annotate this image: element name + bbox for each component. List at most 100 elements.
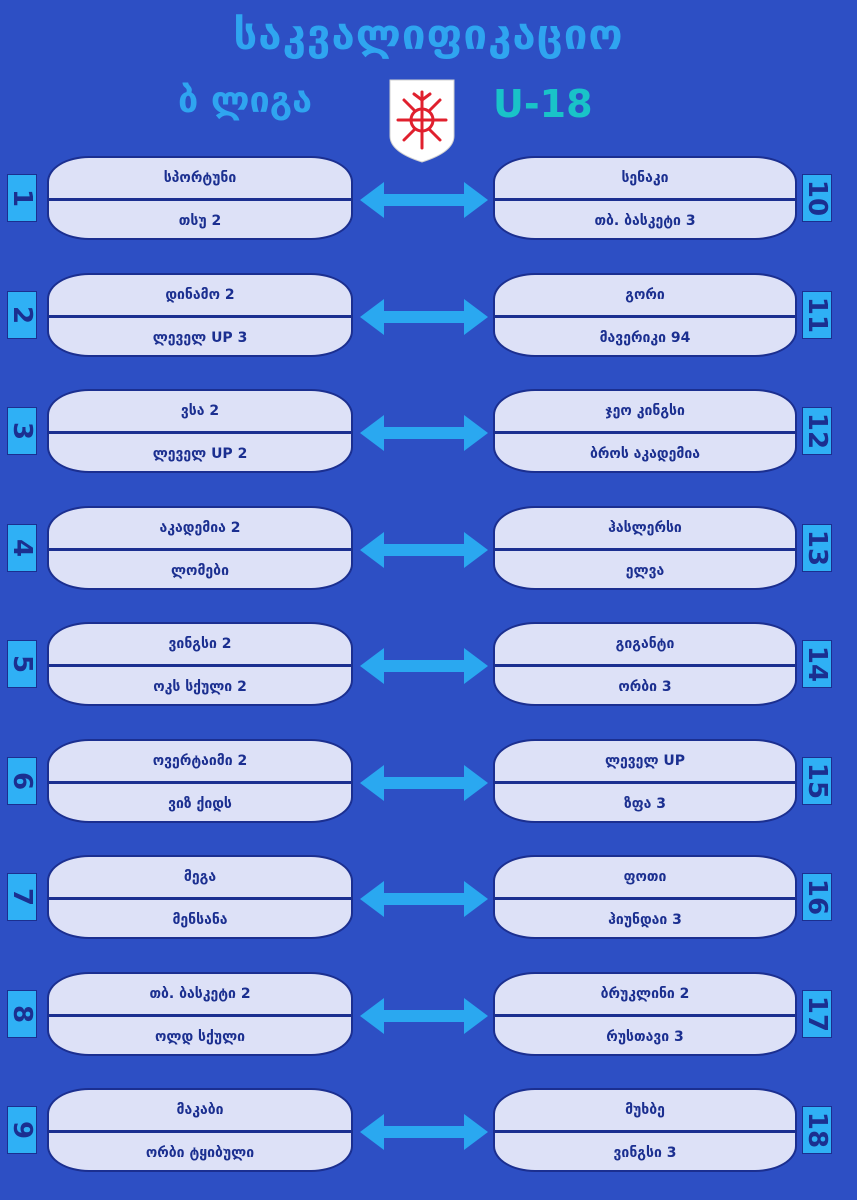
- matchup-card-right: გიგანტი ორბი 3: [493, 622, 797, 706]
- matchup-row: 7 მეგა მენსანა ფოთი ჰიუნდაი 3 16: [0, 855, 857, 945]
- matchup-row: 3 ვსა 2 ლეველ UP 2 ჯეო კინგსი ბროს აკადე…: [0, 389, 857, 479]
- matchup-card-left: მეგა მენსანა: [47, 855, 353, 939]
- matchup-card-right: მუხბე ვინგსი 3: [493, 1088, 797, 1172]
- team-name: ოლდ სქული: [155, 1028, 245, 1045]
- double-arrow-icon: [360, 298, 488, 335]
- team-name: ბროს აკადემია: [590, 446, 700, 462]
- bracket-number-left: 2: [7, 290, 37, 339]
- card-divider: [49, 780, 351, 784]
- matchup-row: 5 ვინგსი 2 ოკს სქული 2 გიგანტი ორბი 3 14: [0, 622, 857, 712]
- matchup-row: 6 ოვერტაიმი 2 ვიზ ქიდს ლეველ UP ზფა 3 15: [0, 738, 857, 829]
- team-name: ჯეო კინგსი: [605, 403, 685, 419]
- team-name: ბრუკლინი 2: [600, 985, 690, 1002]
- page-title: საკვალიფიკაციო: [233, 10, 624, 59]
- bracket-number-left: 4: [7, 523, 37, 572]
- team-name: ლეველ UP 3: [152, 329, 248, 346]
- team-name: ვიზ ქიდს: [168, 795, 232, 812]
- team-name: ორბი 3: [618, 679, 672, 695]
- team-name: ოკს სქული 2: [153, 679, 247, 695]
- basketball-federation-logo-icon: [389, 79, 455, 163]
- team-name: ვსა 2: [180, 403, 220, 419]
- team-name: ვინგსი 2: [168, 636, 232, 652]
- team-name: ფოთი: [623, 869, 667, 885]
- bracket-number-right: 16: [802, 873, 832, 921]
- bracket-number-left: 9: [7, 1106, 37, 1154]
- team-name: აკადემია 2: [159, 519, 241, 536]
- matchup-card-right: გორი მავერიკი 94: [493, 272, 797, 357]
- card-divider: [495, 198, 795, 201]
- team-name: ჰასლერსი: [608, 519, 682, 536]
- matchup-row: 4 აკადემია 2 ლომები ჰასლერსი ელვა 13: [0, 505, 857, 596]
- team-name: გიგანტი: [615, 636, 675, 652]
- bracket-number-right: 10: [802, 174, 832, 222]
- matchup-card-right: ლეველ UP ზფა 3: [493, 738, 797, 823]
- card-divider: [495, 1130, 795, 1133]
- double-arrow-icon: [360, 764, 488, 801]
- double-arrow-icon: [360, 182, 488, 218]
- card-divider: [495, 780, 795, 784]
- bracket-number-right: 13: [802, 523, 832, 572]
- bracket-number-right: 14: [802, 640, 832, 688]
- card-divider: [49, 664, 351, 667]
- team-name: ორბი ტყიბული: [145, 1145, 255, 1161]
- team-name: დინამო 2: [165, 286, 235, 303]
- matchup-card-right: ჯეო კინგსი ბროს აკადემია: [493, 389, 797, 473]
- team-name: ელვა: [625, 562, 665, 579]
- team-name: ვინგსი 3: [613, 1145, 677, 1161]
- card-divider: [49, 547, 351, 551]
- team-name: თბ. ბასკეტი 2: [149, 985, 251, 1002]
- double-arrow-icon: [360, 881, 488, 917]
- bracket-number-left: 3: [7, 407, 37, 455]
- card-divider: [49, 897, 351, 900]
- bracket-number-left: 5: [7, 640, 37, 688]
- team-name: სენაკი: [621, 170, 669, 186]
- double-arrow-icon: [360, 531, 488, 568]
- team-name: მენსანა: [172, 912, 228, 928]
- bracket-number-right: 18: [802, 1106, 832, 1154]
- double-arrow-icon: [360, 648, 488, 684]
- bracket-number-right: 17: [802, 989, 832, 1038]
- matchup-card-right: ბრუკლინი 2 რუსთავი 3: [493, 971, 797, 1056]
- matchup-row: 2 დინამო 2 ლეველ UP 3 გორი მავერიკი 94 1…: [0, 272, 857, 363]
- matchup-card-left: ვსა 2 ლეველ UP 2: [47, 389, 353, 473]
- card-divider: [495, 314, 795, 318]
- bracket-number-right: 12: [802, 407, 832, 455]
- matchup-card-left: მაკაბი ორბი ტყიბული: [47, 1088, 353, 1172]
- card-divider: [495, 1013, 795, 1017]
- matchup-card-left: თბ. ბასკეტი 2 ოლდ სქული: [47, 971, 353, 1056]
- card-divider: [495, 897, 795, 900]
- team-name: ზფა 3: [623, 795, 666, 812]
- team-name: მავერიკი 94: [599, 329, 691, 346]
- team-name: ჰიუნდაი 3: [608, 912, 682, 928]
- double-arrow-icon: [360, 1114, 488, 1150]
- matchup-card-left: ვინგსი 2 ოკს სქული 2: [47, 622, 353, 706]
- matchup-card-left: სპორტუნი თსუ 2: [47, 156, 353, 240]
- card-divider: [495, 431, 795, 434]
- bracket-number-left: 7: [7, 873, 37, 921]
- bracket-number-left: 8: [7, 989, 37, 1038]
- bracket-number-right: 11: [802, 290, 832, 339]
- matchup-row: 9 მაკაბი ორბი ტყიბული მუხბე ვინგსი 3 18: [0, 1088, 857, 1178]
- age-group: U-18: [493, 82, 593, 126]
- card-divider: [49, 1130, 351, 1133]
- team-name: მუხბე: [625, 1102, 665, 1118]
- bracket-number-left: 1: [7, 174, 37, 222]
- team-name: მეგა: [183, 869, 217, 885]
- league-name: ბ ლიგა: [178, 80, 313, 121]
- card-divider: [49, 198, 351, 201]
- double-arrow-icon: [360, 415, 488, 451]
- matchup-card-right: სენაკი თბ. ბასკეტი 3: [493, 156, 797, 240]
- matchup-card-left: აკადემია 2 ლომები: [47, 505, 353, 590]
- matchup-row: 8 თბ. ბასკეტი 2 ოლდ სქული ბრუკლინი 2 რუს…: [0, 971, 857, 1062]
- bracket-number-left: 6: [7, 756, 37, 805]
- matchup-card-right: ფოთი ჰიუნდაი 3: [493, 855, 797, 939]
- team-name: ლეველ UP: [604, 752, 685, 769]
- team-name: გორი: [625, 286, 665, 303]
- card-divider: [495, 664, 795, 667]
- matchup-card-left: დინამო 2 ლეველ UP 3: [47, 272, 353, 357]
- matchup-card-left: ოვერტაიმი 2 ვიზ ქიდს: [47, 738, 353, 823]
- card-divider: [49, 1013, 351, 1017]
- team-name: ოვერტაიმი 2: [152, 752, 248, 769]
- team-name: რუსთავი 3: [606, 1028, 684, 1045]
- team-name: მაკაბი: [176, 1102, 224, 1118]
